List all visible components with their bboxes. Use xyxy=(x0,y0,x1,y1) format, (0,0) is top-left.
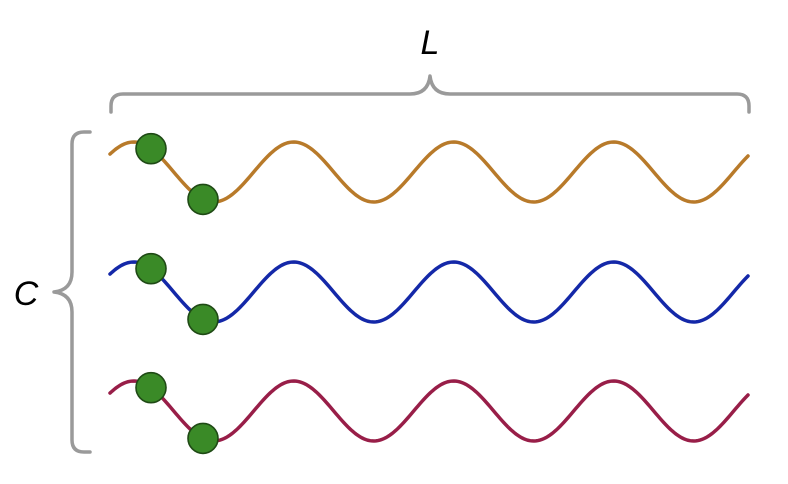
count-brace xyxy=(52,130,92,454)
count-label: C xyxy=(14,275,39,313)
strand xyxy=(108,132,750,216)
bead xyxy=(187,183,219,216)
bead xyxy=(135,371,167,404)
strand xyxy=(108,252,750,336)
strand xyxy=(108,371,750,455)
bead xyxy=(187,303,219,336)
bead xyxy=(135,132,167,165)
bead xyxy=(135,252,167,285)
length-brace xyxy=(109,74,751,114)
length-label: L xyxy=(421,24,440,62)
bead xyxy=(187,422,219,455)
